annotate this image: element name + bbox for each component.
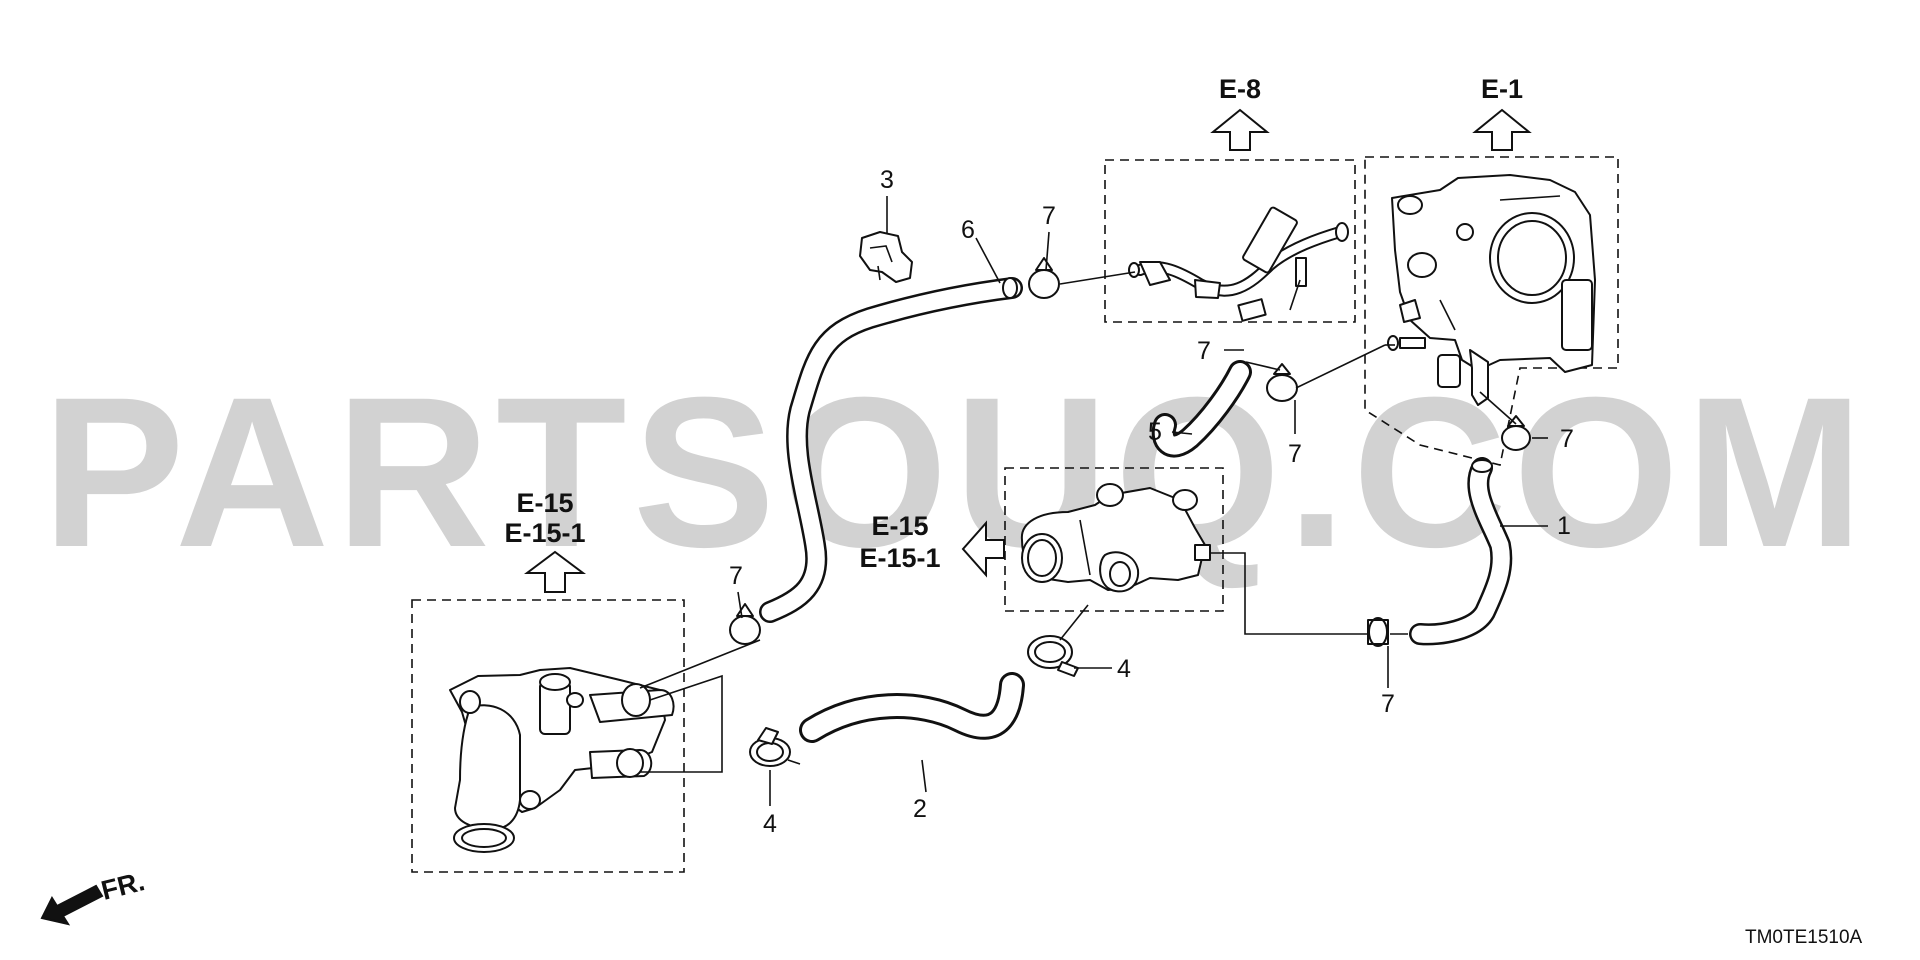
clamp-4-upper[interactable] [1027, 635, 1079, 677]
water-outlet[interactable] [449, 667, 675, 853]
callout-7-e[interactable]: 7 [1381, 690, 1395, 718]
callout-7-d[interactable]: 7 [1560, 425, 1574, 453]
ref-center-e15-1[interactable]: E-15-1 [859, 543, 940, 573]
callout-7-b[interactable]: 7 [1197, 337, 1211, 365]
callout-7-a[interactable]: 7 [1042, 202, 1056, 230]
callout-4-upper[interactable]: 4 [1117, 655, 1131, 683]
watermark-text: PARTSOUQ.COM [42, 353, 1870, 592]
box-throttle-body [1364, 156, 1619, 466]
throttle-body[interactable] [1387, 174, 1596, 406]
clamp-4-lower[interactable] [749, 727, 791, 767]
callout-7-f[interactable]: 7 [729, 562, 743, 590]
hose-2[interactable] [799, 672, 1025, 743]
callout-2[interactable]: 2 [913, 795, 927, 823]
diagram-code: TM0TE1510A [1745, 927, 1863, 948]
thermostat-housing[interactable] [1020, 483, 1211, 593]
callout-3[interactable]: 3 [880, 166, 894, 194]
ref-center-e15[interactable]: E-15 [871, 511, 928, 541]
left-arrow-center [961, 520, 1005, 578]
clip-7-a[interactable] [1028, 257, 1060, 299]
callout-4-lower[interactable]: 4 [763, 810, 777, 838]
front-label: FR. [98, 866, 147, 906]
callout-leaders [737, 196, 1548, 806]
ref-left-e15[interactable]: E-15 [516, 488, 573, 518]
clip-7-b[interactable] [1237, 298, 1267, 322]
hose-6[interactable] [759, 277, 1023, 623]
hose-5[interactable] [1151, 360, 1252, 458]
ref-left-e15-1[interactable]: E-15-1 [504, 518, 585, 548]
box-water-outlet [411, 599, 685, 873]
up-arrow-left [524, 550, 586, 593]
bracket-3[interactable] [859, 231, 913, 283]
callout-5[interactable]: 5 [1148, 418, 1162, 446]
callout-6[interactable]: 6 [961, 216, 975, 244]
clip-7-c[interactable] [1266, 363, 1298, 402]
clip-7-f[interactable] [729, 603, 761, 645]
ref-e8[interactable]: E-8 [1219, 74, 1261, 104]
callout-1[interactable]: 1 [1557, 512, 1571, 540]
front-arrow [40, 884, 104, 926]
clip-7-e[interactable] [1367, 617, 1389, 647]
bypass-pipe[interactable] [1128, 206, 1349, 299]
hose-1[interactable] [1409, 457, 1513, 646]
up-arrow-e8 [1210, 108, 1270, 151]
callout-7-c[interactable]: 7 [1288, 440, 1302, 468]
connection-lines [639, 271, 1517, 773]
up-arrow-e1 [1472, 108, 1532, 151]
box-egr-pipe [1104, 159, 1356, 323]
ref-e1[interactable]: E-1 [1481, 74, 1523, 104]
